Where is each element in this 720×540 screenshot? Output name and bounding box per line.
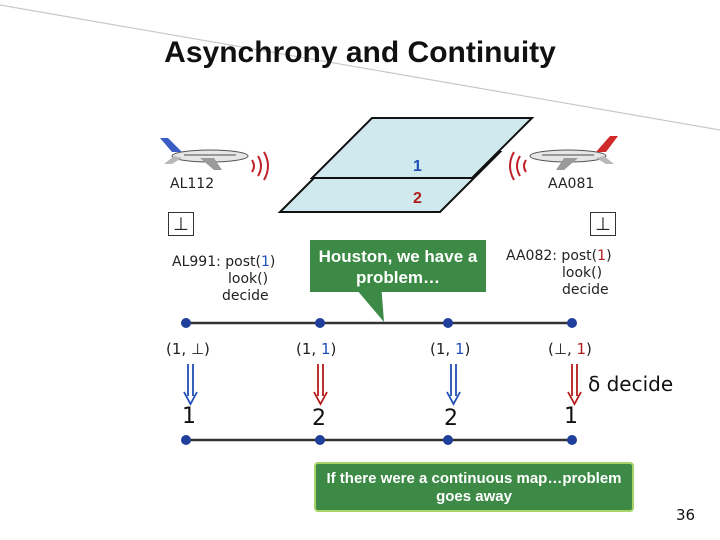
signal-right-icon	[509, 151, 527, 181]
callout-continuous: If there were a continuous map…problem g…	[314, 462, 634, 512]
bottom-box-right: ⊥	[590, 212, 616, 236]
decide-label: δ decide	[588, 372, 674, 396]
bottom-symbol-left: ⊥	[173, 214, 189, 234]
right-process-line3: decide	[562, 282, 609, 298]
arrow-3	[446, 364, 461, 406]
right-process-text: AA082: post(1) look() decide	[506, 248, 636, 299]
right-process-line1: AA082: post(1)	[506, 248, 612, 264]
output-2: 2	[312, 406, 326, 431]
decor-diagonal-line	[0, 4, 720, 131]
node-top-2	[315, 318, 325, 328]
node-top-3	[443, 318, 453, 328]
state-label-1: (1, ⊥)	[166, 340, 210, 358]
node-bottom-2	[315, 435, 325, 445]
left-process-text: AL991: post(1) look() decide	[172, 254, 292, 305]
layer-bottom-number: 2	[413, 190, 422, 207]
node-bottom-3	[443, 435, 453, 445]
slide-title: Asynchrony and Continuity	[164, 36, 556, 69]
left-process-line1: AL991: post(1)	[172, 254, 276, 270]
layer-plane-front	[309, 117, 535, 179]
output-3: 2	[444, 406, 458, 431]
aircraft-left-label: AL112	[170, 176, 215, 192]
arrow-1	[183, 364, 198, 406]
state-label-4: (⊥, 1)	[548, 340, 592, 358]
arrow-2	[313, 364, 328, 406]
state-label-3: (1, 1)	[430, 340, 471, 358]
output-4: 1	[564, 404, 578, 429]
layer-top-number: 1	[413, 158, 422, 175]
state-label-2: (1, 1)	[296, 340, 337, 358]
bottom-box-left: ⊥	[168, 212, 194, 236]
callout-houston: Houston, we have a problem…	[310, 240, 486, 292]
right-process-line2: look()	[562, 265, 603, 281]
left-process-line3: decide	[222, 288, 269, 304]
node-bottom-4	[567, 435, 577, 445]
aircraft-right-label: AA081	[548, 176, 595, 192]
bottom-symbol-right: ⊥	[595, 214, 611, 234]
node-bottom-1	[181, 435, 191, 445]
node-top-4	[567, 318, 577, 328]
node-top-1	[181, 318, 191, 328]
signal-left-icon	[251, 151, 269, 181]
airplane-right-icon	[529, 136, 618, 170]
airplane-left-icon	[160, 138, 249, 170]
page-number: 36	[676, 506, 696, 524]
output-1: 1	[182, 404, 196, 429]
left-process-line2: look()	[228, 271, 269, 287]
arrow-4	[567, 364, 582, 406]
